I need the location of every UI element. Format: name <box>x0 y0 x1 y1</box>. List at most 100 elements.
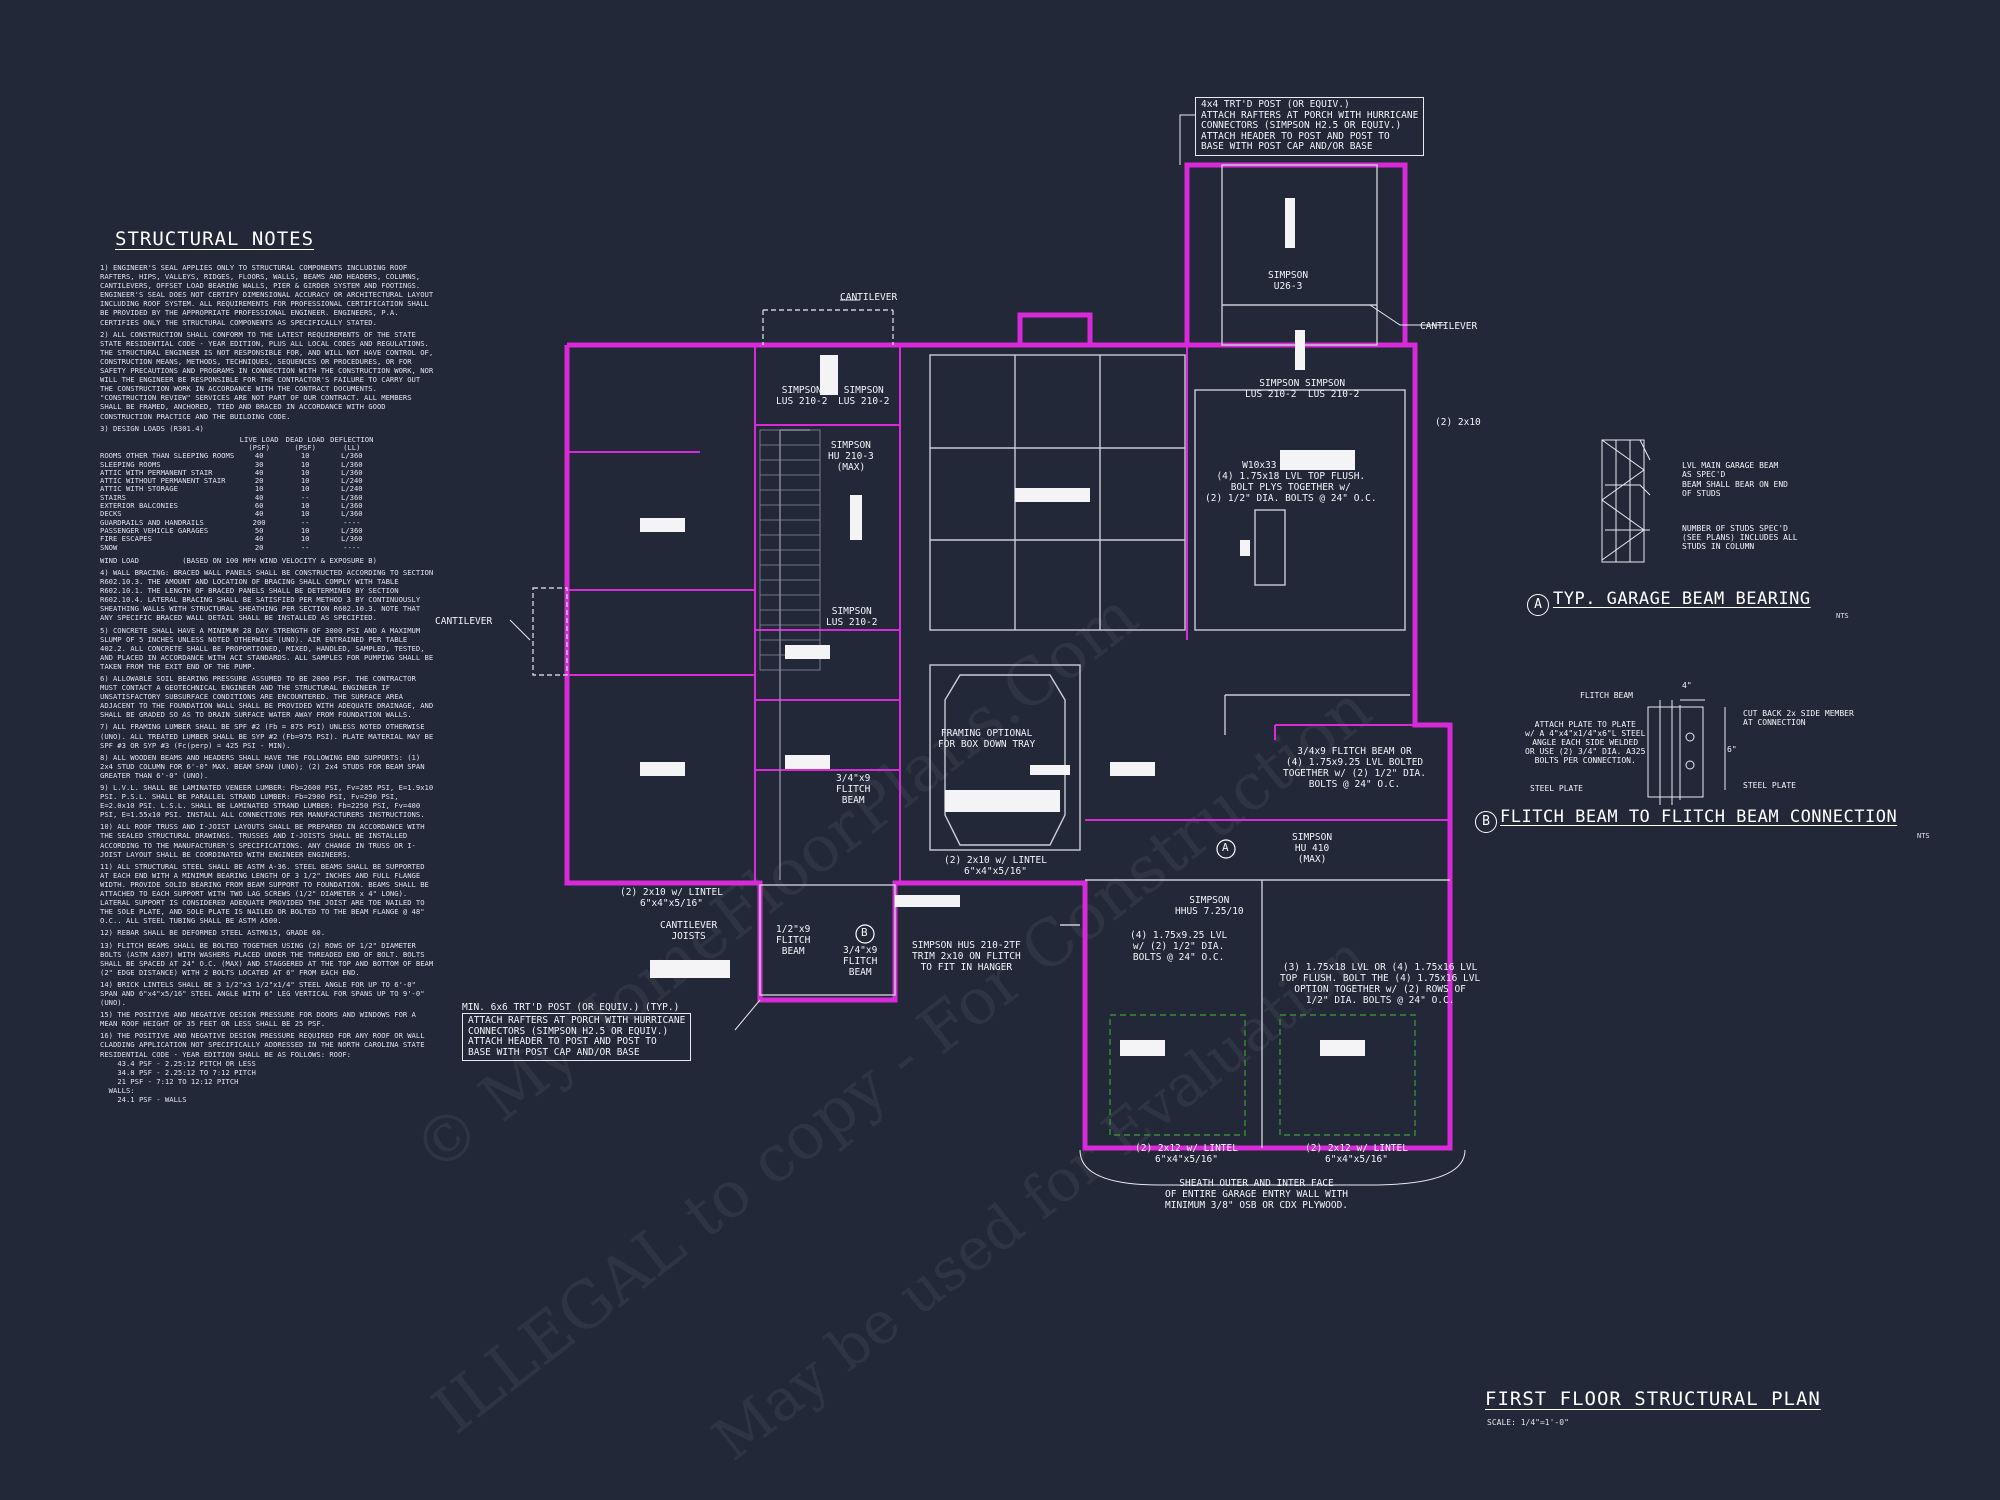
cantilever-top-label: CANTILEVER <box>840 292 898 303</box>
porch-post-callout-head: MIN. 6x6 TRT'D POST (OR EQUIV.) (TYP.) <box>462 1002 680 1013</box>
load-table-cell: 40 <box>254 467 264 477</box>
design-load-table: LIVE LOAD (PSF) DEAD LOAD (PSF) DEFLECTI… <box>100 434 377 552</box>
lintel-2x10-a-label: (2) 2x10 w/ LINTEL 6"x4"x5/16" <box>620 887 723 909</box>
plan-markers <box>855 839 1236 944</box>
load-table-cell: 10 <box>300 525 310 535</box>
beam-tags <box>640 198 1365 1056</box>
load-table-cell: -- <box>300 542 310 552</box>
load-table-cell: 40 <box>254 534 264 544</box>
load-table-cell: ATTIC WITH PERMANENT STAIR <box>100 467 213 477</box>
note-1: 1) ENGINEER'S SEAL APPLIES ONLY TO STRUC… <box>100 263 438 327</box>
wind-load: WIND LOAD (BASED ON 100 MPH WIND VELOCIT… <box>100 555 377 565</box>
cantilever-right-label: CANTILEVER <box>1420 321 1478 332</box>
cantilever-joists-label: CANTILEVER JOISTS <box>660 920 718 942</box>
load-table-row: FIRE ESCAPES 40 10 L/360 <box>100 534 377 544</box>
load-table-cell: EXTERIOR BALCONIES <box>100 501 178 511</box>
load-table-cell: FIRE ESCAPES <box>100 534 152 544</box>
load-table-cell: L/360 <box>340 459 363 469</box>
load-header-cell: DEFLECTION (LL) <box>330 434 374 452</box>
load-table-cell: -- <box>300 492 310 502</box>
load-header-cell: LIVE LOAD (PSF) <box>239 434 279 452</box>
load-table-cell: SLEEPING ROOMS <box>100 459 161 469</box>
load-table-cell: L/360 <box>340 525 363 535</box>
load-table-cell: GUARDRAILS AND HANDRAILS <box>100 517 204 527</box>
load-table-cell: 20 <box>254 476 264 486</box>
load-table-cell: 10 <box>300 509 310 519</box>
porch-post-callout-top: 4x4 TRT'D POST (OR EQUIV.) ATTACH RAFTER… <box>1195 97 1425 156</box>
note-4: 4) WALL BRACING: BRACED WALL PANELS SHAL… <box>100 567 438 623</box>
detail-b-steel-plate-right: STEEL PLATE <box>1743 781 1796 790</box>
lintel-2x12-b-label: (2) 2x12 w/ LINTEL 6"x4"x5/16" <box>1305 1143 1408 1165</box>
flitch-3-4-label: 3/4"x9 FLITCH BEAM <box>836 773 871 806</box>
detail-b-dim-6: 6" <box>1727 745 1737 754</box>
load-table-cell: STAIRS <box>100 492 126 502</box>
load-table-cell: ROOMS OTHER THAN SLEEPING ROOMS <box>100 451 235 461</box>
load-table-cell: L/360 <box>340 534 363 544</box>
note-15: 15) THE POSITIVE AND NEGATIVE DESIGN PRE… <box>100 1010 421 1029</box>
detail-b-dim-4: 4" <box>1682 681 1692 690</box>
note-3: 3) DESIGN LOADS (R301.4) <box>100 423 204 433</box>
load-table-cell: ---- <box>343 517 361 527</box>
interior-walls <box>567 345 1450 883</box>
note-10: 10) ALL ROOF TRUSS AND I-JOIST LAYOUTS S… <box>100 822 429 859</box>
note-16: 16) THE POSITIVE AND NEGATIVE DESIGN PRE… <box>100 1031 425 1104</box>
load-table-cell: SNOW <box>100 542 118 552</box>
note-6: 6) ALLOWABLE SOIL BEARING PRESSURE ASSUM… <box>100 673 438 720</box>
load-table-cell: 10 <box>300 534 310 544</box>
cantilever-left-label: CANTILEVER <box>435 616 493 627</box>
load-table-cell: 10 <box>300 459 310 469</box>
lintel-2x12-a-label: (2) 2x12 w/ LINTEL 6"x4"x5/16" <box>1135 1143 1238 1165</box>
detail-a-drawing <box>1601 439 1645 563</box>
sheet-scale: SCALE: 1/4"=1'-0" <box>1487 1418 1569 1427</box>
two-2x10-label: (2) 2x10 <box>1435 417 1481 428</box>
detail-a-nts: NTS <box>1836 612 1849 620</box>
load-table-cell: 30 <box>254 459 264 469</box>
simpson-lus-mid-label: SIMPSON LUS 210-2 <box>826 606 878 628</box>
detail-b-steel-plate-left: STEEL PLATE <box>1530 784 1583 793</box>
flitch-half-label: 1/2"x9 FLITCH BEAM <box>776 924 811 957</box>
note-5: 5) CONCRETE SHALL HAVE A MINIMUM 28 DAY … <box>100 625 438 671</box>
detail-a-label-2: BEAM SHALL BEAR ON END OF STUDS <box>1682 480 1788 498</box>
load-table-cell: ATTIC WITHOUT PERMANENT STAIR <box>100 476 226 486</box>
detail-a-label-1: LVL MAIN GARAGE BEAM AS SPEC'D <box>1682 461 1779 479</box>
sheath-note-label: SHEATH OUTER AND INTER FACE OF ENTIRE GA… <box>1165 1178 1349 1211</box>
simpson-hhus-label: SIMPSON HHUS 7.25/10 <box>1175 895 1244 917</box>
detail-a-title: TYP. GARAGE BEAM BEARING <box>1553 589 1811 609</box>
load-table-cell: 40 <box>254 451 264 461</box>
load-table-cell: 200 <box>252 517 266 527</box>
porch-outline <box>1184 162 1408 345</box>
note-14: 14) BRICK LINTELS SHALL BE 3 1/2"x3 1/2"… <box>100 979 429 1008</box>
flitch-beam-right-label: 3/4x9 FLITCH BEAM OR (4) 1.75x9.25 LVL B… <box>1283 746 1426 790</box>
lintel-2x10-b-label: (2) 2x10 w/ LINTEL 6"x4"x5/16" <box>944 855 1047 877</box>
load-table-cell: 40 <box>254 509 264 519</box>
load-table-cell: L/360 <box>340 467 363 477</box>
w10x33-label: W10x33 DROPPED OR (4) 1.75x18 LVL TOP FL… <box>1205 460 1377 504</box>
simpson-lus-right-label: SIMPSON SIMPSON LUS 210-2 LUS 210-2 <box>1245 378 1360 400</box>
load-table-cell: -- <box>300 517 310 527</box>
note-12: 12) REBAR SHALL BE DEFORMED STEEL ASTM61… <box>100 928 326 938</box>
simpson-hu410-label: SIMPSON HU 410 (MAX) <box>1292 832 1333 865</box>
notes-title: STRUCTURAL NOTES <box>115 228 315 250</box>
note-13: 13) FLITCH BEAMS SHALL BE BOLTED TOGETHE… <box>100 940 438 977</box>
plan-marker-a: A <box>1222 841 1229 854</box>
lvl-175-label: (4) 1.75x9.25 LVL w/ (2) 1/2" DIA. BOLTS… <box>1130 930 1228 963</box>
detail-b-drawing <box>1647 699 1726 805</box>
plan-marker-b: B <box>861 926 868 939</box>
porch-post-callout-bottom: ATTACH RAFTERS AT PORCH WITH HURRICANE C… <box>462 1013 692 1061</box>
load-table-header: LIVE LOAD (PSF) DEAD LOAD (PSF) DEFLECTI… <box>100 434 377 453</box>
framing-optional-label: FRAMING OPTIONAL FOR BOX DOWN TRAY <box>938 728 1036 750</box>
load-table-cell: DECKS <box>100 509 122 519</box>
load-table-cell: L/360 <box>340 509 363 519</box>
load-table-cell: 10 <box>254 484 264 494</box>
load-table-cell: 50 <box>254 525 264 535</box>
simpson-hu-label: SIMPSON HU 210-3 (MAX) <box>828 440 874 473</box>
simpson-lus-left2-label: SIMPSON LUS 210-2 <box>838 385 890 407</box>
